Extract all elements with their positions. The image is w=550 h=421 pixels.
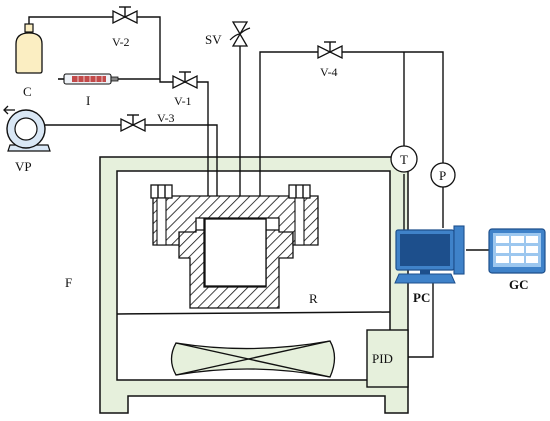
- injector-icon: [58, 73, 119, 85]
- valve-v2-icon[interactable]: [112, 6, 138, 25]
- label-f: F: [65, 275, 72, 290]
- furnace-divider: [116, 311, 391, 315]
- label-v4: V-4: [320, 65, 338, 79]
- valve-v1-icon[interactable]: [172, 71, 198, 90]
- pipe-v4: [259, 51, 444, 196]
- gc-monitor-icon: [488, 228, 546, 274]
- label-t: T: [400, 152, 408, 167]
- pressure-sensor: [430, 162, 456, 188]
- label-c: C: [23, 84, 32, 99]
- valve-v3-icon[interactable]: [120, 114, 146, 133]
- label-i: I: [86, 93, 90, 108]
- pipe-v3: [44, 124, 218, 196]
- pipe-v2: [28, 16, 209, 196]
- bolt-right: [288, 184, 311, 199]
- pid-controller: [366, 329, 409, 388]
- label-pc: PC: [413, 290, 430, 305]
- label-r: R: [309, 291, 318, 306]
- safety-valve-sv-icon[interactable]: [229, 21, 251, 47]
- label-v3: V-3: [157, 111, 175, 125]
- label-sv: SV: [205, 32, 222, 47]
- fan-icon: [170, 340, 336, 378]
- label-pid: PID: [372, 351, 393, 366]
- computer-icon: [394, 225, 465, 284]
- label-v1: V-1: [174, 94, 192, 108]
- label-gc: GC: [509, 277, 529, 292]
- bolt-left: [150, 184, 173, 199]
- reactor-lid: [152, 195, 319, 246]
- gas-cylinder-icon: [15, 23, 43, 74]
- label-vp: VP: [15, 159, 32, 174]
- label-p: P: [439, 168, 446, 183]
- temperature-sensor: [390, 145, 418, 173]
- reactor: [150, 184, 319, 309]
- label-v2: V-2: [112, 35, 130, 49]
- valve-v4-icon[interactable]: [317, 41, 343, 60]
- vacuum-pump-icon: [3, 105, 51, 152]
